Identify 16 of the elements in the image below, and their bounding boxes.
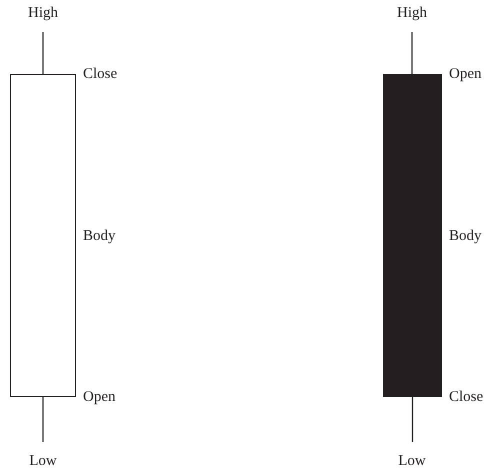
candle-wick	[42, 32, 44, 74]
candle-wick	[411, 32, 413, 74]
price-label: Body	[449, 226, 482, 244]
price-label: High	[391, 4, 433, 22]
candle-wick	[412, 397, 414, 442]
price-label: Low	[391, 452, 433, 470]
candle-body	[10, 74, 76, 397]
price-label: Low	[22, 452, 64, 470]
price-label: Open	[449, 65, 482, 83]
price-label: High	[22, 4, 64, 22]
price-label: Open	[83, 388, 116, 406]
candle-body	[383, 74, 442, 397]
price-label: Close	[83, 65, 118, 83]
price-label: Body	[83, 226, 116, 244]
price-label: Close	[449, 388, 484, 406]
candle-wick	[42, 397, 44, 442]
